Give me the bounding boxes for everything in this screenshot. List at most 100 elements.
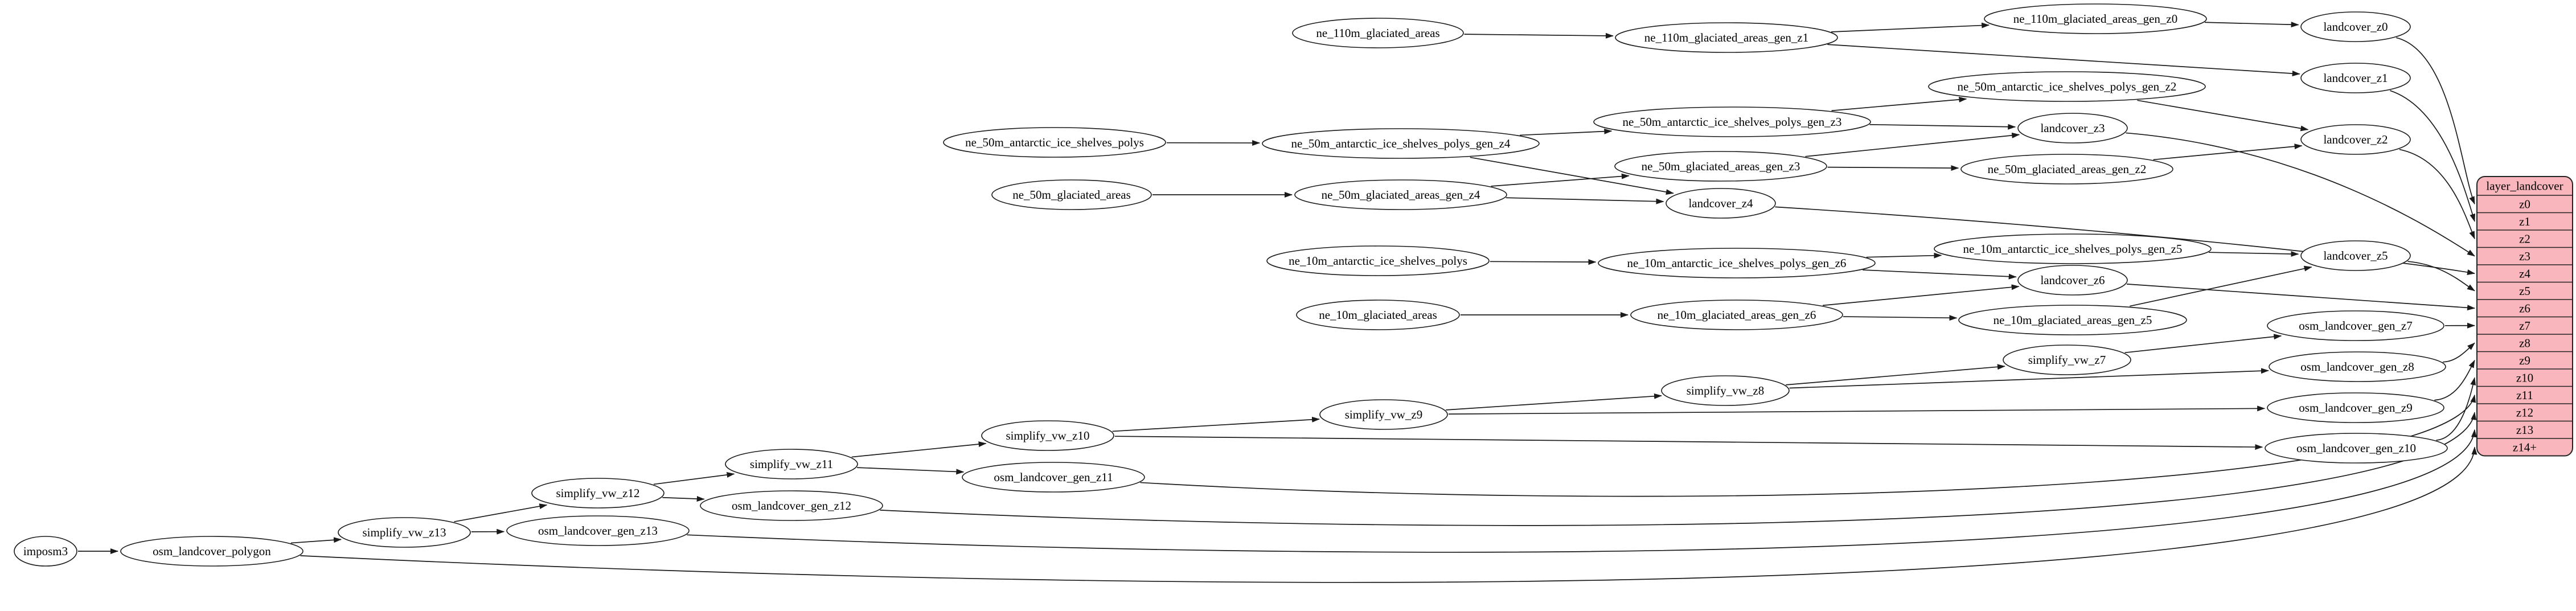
node-label-simplify_vw_z9: simplify_vw_z9 [1345,408,1423,421]
edge-osm_landcover_polygon-to-simplify_vw_z13 [290,537,342,544]
table-row-z8: z8 [2519,336,2530,350]
table-row-z2: z2 [2519,232,2530,245]
node-shape-ne_50m_glaciated_areas [991,179,1152,210]
node-label-landcover_z5: landcover_z5 [2323,249,2388,263]
node-label-osm_landcover_polygon: osm_landcover_polygon [153,544,271,558]
node-osm_landcover_gen_z10: osm_landcover_gen_z10 [2265,433,2448,464]
node-ne_110m_glaciated_areas_gen_z0: ne_110m_glaciated_areas_gen_z0 [1984,3,2207,34]
table-row-z13: z13 [2516,423,2533,437]
edge-ne_10m_antarctic_ice_shelves_polys_gen_z6-to-ne_10m_antarctic_ice_shelves_polys_gen_z5 [1866,252,1942,259]
node-landcover_z6: landcover_z6 [2017,265,2128,296]
node-ne_50m_antarctic_ice_shelves_polys_gen_z3: ne_50m_antarctic_ice_shelves_polys_gen_z… [1593,106,1871,137]
edge-simplify_vw_z7-to-osm_landcover_gen_z7 [2124,334,2282,354]
node-label-ne_10m_glaciated_areas_gen_z5: ne_10m_glaciated_areas_gen_z5 [1993,313,2152,327]
edge-ne_10m_antarctic_ice_shelves_polys_gen_z5-to-landcover_z5 [2208,251,2299,257]
node-label-ne_50m_antarctic_ice_shelves_polys: ne_50m_antarctic_ice_shelves_polys [965,136,1144,149]
node-simplify_vw_z10: simplify_vw_z10 [981,420,1114,451]
edge-simplify_vw_z13-to-simplify_vw_z12 [454,503,548,523]
node-label-landcover_z3: landcover_z3 [2040,121,2105,135]
edge-ne_50m_antarctic_ice_shelves_polys_gen_z2-to-landcover_z2 [2137,100,2309,132]
node-shape-landcover_z6 [2017,265,2128,296]
nodes: imposm3 osm_landcover_polygon simplify_vw_… [14,3,2448,567]
node-simplify_vw_z11: simplify_vw_z11 [725,449,858,479]
node-shape-ne_50m_antarctic_ice_shelves_polys_gen_z3 [1593,106,1871,137]
node-label-ne_10m_glaciated_areas: ne_10m_glaciated_areas [1319,308,1437,322]
node-label-landcover_z1: landcover_z1 [2323,71,2388,85]
table-row-z6: z6 [2519,301,2530,315]
node-landcover_z4: landcover_z4 [1666,188,1776,219]
edge-simplify_vw_z11-to-osm_landcover_gen_z11 [857,467,965,475]
node-shape-landcover_z0 [2300,11,2411,42]
node-osm_landcover_gen_z13: osm_landcover_gen_z13 [506,515,690,546]
node-shape-osm_landcover_gen_z11 [962,462,1145,493]
table-row-z0: z0 [2519,197,2530,211]
node-osm_landcover_gen_z8: osm_landcover_gen_z8 [2269,351,2446,382]
node-landcover_z1: landcover_z1 [2300,63,2411,93]
edge-simplify_vw_z12-to-simplify_vw_z11 [653,471,735,485]
node-label-ne_50m_antarctic_ice_shelves_polys_gen_z3: ne_50m_antarctic_ice_shelves_polys_gen_z… [1623,115,1842,129]
edge-ne_10m_glaciated_areas_gen_z6-to-landcover_z6 [1823,284,2020,306]
edge-ne_50m_glaciated_areas_gen_z3-to-ne_50m_glaciated_areas_gen_z2 [1827,165,1959,171]
node-label-ne_50m_antarctic_ice_shelves_polys_gen_z2: ne_50m_antarctic_ice_shelves_polys_gen_z… [1958,80,2177,93]
node-label-simplify_vw_z8: simplify_vw_z8 [1687,384,1765,397]
node-label-landcover_z6: landcover_z6 [2040,273,2105,287]
node-shape-osm_landcover_gen_z8 [2269,351,2446,382]
node-simplify_vw_z12: simplify_vw_z12 [531,478,664,509]
node-label-osm_landcover_gen_z12: osm_landcover_gen_z12 [732,499,851,512]
edge-landcover_z4-to-z4 [1775,206,2475,275]
node-landcover_z0: landcover_z0 [2300,11,2411,42]
node-ne_10m_antarctic_ice_shelves_polys: ne_10m_antarctic_ice_shelves_polys [1266,245,1490,276]
node-shape-ne_50m_glaciated_areas_gen_z3 [1614,151,1827,182]
node-label-imposm3: imposm3 [23,544,68,558]
table-row-z14+: z14+ [2513,440,2537,454]
node-shape-landcover_z1 [2300,63,2411,93]
node-shape-landcover_z4 [1666,188,1776,219]
table-row-z3: z3 [2519,249,2530,263]
node-label-ne_10m_antarctic_ice_shelves_polys: ne_10m_antarctic_ice_shelves_polys [1289,254,1467,268]
node-shape-simplify_vw_z9 [1319,399,1448,430]
node-label-ne_10m_antarctic_ice_shelves_polys_gen_z5: ne_10m_antarctic_ice_shelves_polys_gen_z… [1963,242,2183,256]
node-shape-simplify_vw_z8 [1661,375,1790,406]
node-label-landcover_z4: landcover_z4 [1688,196,1753,210]
node-shape-ne_50m_antarctic_ice_shelves_polys_gen_z2 [1928,71,2206,102]
node-simplify_vw_z13: simplify_vw_z13 [338,517,471,548]
node-shape-ne_10m_glaciated_areas [1296,300,1460,330]
table-row-z7: z7 [2519,319,2530,333]
edge-ne_50m_glaciated_areas_gen_z3-to-landcover_z3 [1805,132,2020,157]
node-shape-ne_110m_glaciated_areas [1292,18,1464,48]
node-osm_landcover_gen_z11: osm_landcover_gen_z11 [962,462,1145,493]
node-label-ne_50m_glaciated_areas_gen_z4: ne_50m_glaciated_areas_gen_z4 [1322,188,1480,202]
node-shape-ne_110m_glaciated_areas_gen_z1 [1615,22,1838,53]
edge-osm_landcover_gen_z10-to-z10 [2436,377,2476,441]
edge-simplify_vw_z10-to-simplify_vw_z9 [1112,416,1320,432]
node-landcover_z3: landcover_z3 [2017,113,2128,143]
node-shape-osm_landcover_gen_z7 [2267,310,2444,341]
edge-osm_landcover_gen_z11-to-z11 [1140,394,2476,497]
node-simplify_vw_z9: simplify_vw_z9 [1319,399,1448,430]
node-shape-landcover_z3 [2017,113,2128,143]
edge-ne_50m_glaciated_areas_gen_z4-to-landcover_z4 [1506,197,1664,204]
edge-osm_landcover_gen_z8-to-z8 [2443,342,2475,363]
edge-landcover_z1-to-z1 [2390,90,2475,222]
edge-osm_landcover_gen_z9-to-z9 [2434,359,2475,401]
node-osm_landcover_polygon: osm_landcover_polygon [120,536,303,567]
node-ne_50m_glaciated_areas: ne_50m_glaciated_areas [991,179,1152,210]
node-label-ne_50m_glaciated_areas: ne_50m_glaciated_areas [1012,188,1131,202]
edge-simplify_vw_z11-to-simplify_vw_z10 [851,441,987,458]
node-simplify_vw_z7: simplify_vw_z7 [2003,345,2131,375]
node-ne_50m_glaciated_areas_gen_z3: ne_50m_glaciated_areas_gen_z3 [1614,151,1827,182]
node-label-simplify_vw_z10: simplify_vw_z10 [1006,429,1090,442]
node-shape-simplify_vw_z7 [2003,345,2131,375]
node-shape-osm_landcover_gen_z10 [2265,433,2448,464]
node-label-simplify_vw_z7: simplify_vw_z7 [2028,353,2106,367]
node-ne_10m_antarctic_ice_shelves_polys_gen_z6: ne_10m_antarctic_ice_shelves_polys_gen_z… [1598,248,1876,278]
edge-ne_50m_glaciated_areas_gen_z4-to-ne_50m_glaciated_areas_gen_z3 [1491,173,1630,187]
edge-landcover_z6-to-z6 [2126,283,2475,311]
node-label-ne_110m_glaciated_areas_gen_z0: ne_110m_glaciated_areas_gen_z0 [2013,12,2177,26]
edge-simplify_vw_z8-to-osm_landcover_gen_z8 [1789,368,2269,389]
node-label-ne_110m_glaciated_areas: ne_110m_glaciated_areas [1316,26,1439,40]
node-shape-simplify_vw_z13 [338,517,471,548]
edge-simplify_vw_z9-to-osm_landcover_gen_z9 [1448,405,2266,415]
node-shape-ne_10m_glaciated_areas_gen_z6 [1630,300,1843,330]
